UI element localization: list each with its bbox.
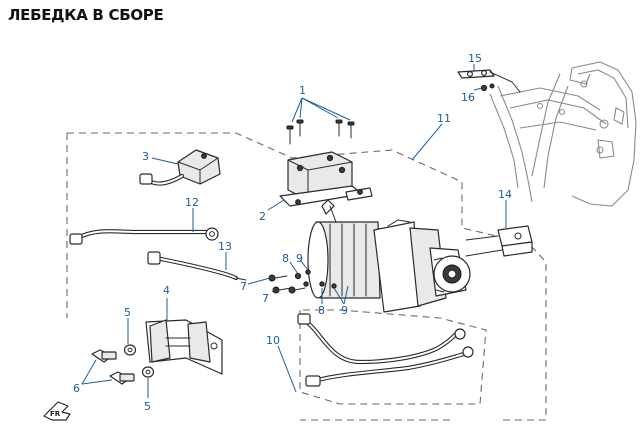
callout-labels: 1 2 3 4 5 5 6 7 7 8 8 9 9 10 11 12 13 14… bbox=[73, 52, 512, 413]
callout-14[interactable]: 14 bbox=[498, 188, 512, 201]
page-title: ЛЕБЕДКА В СБОРЕ bbox=[8, 6, 164, 24]
handlebar-switch-3[interactable] bbox=[139, 149, 221, 186]
mounting-bracket-4[interactable] bbox=[145, 319, 223, 375]
bolt-16[interactable] bbox=[480, 83, 495, 92]
callout-7-lower[interactable]: 7 bbox=[262, 292, 269, 305]
front-direction-arrow-icon: FR bbox=[43, 401, 71, 421]
callout-5-lower[interactable]: 5 bbox=[144, 400, 151, 413]
callout-12[interactable]: 12 bbox=[185, 196, 199, 209]
callout-16[interactable]: 16 bbox=[461, 91, 475, 104]
assembly-boundary bbox=[66, 132, 547, 421]
callout-15[interactable]: 15 bbox=[468, 52, 482, 65]
callout-5-upper[interactable]: 5 bbox=[124, 306, 131, 319]
callout-2[interactable]: 2 bbox=[259, 210, 266, 223]
washer-5b[interactable] bbox=[141, 366, 155, 378]
fastener-group-7-8-9[interactable] bbox=[268, 269, 337, 294]
callout-11[interactable]: 11 bbox=[437, 112, 451, 125]
callout-6[interactable]: 6 bbox=[73, 382, 80, 395]
callout-3[interactable]: 3 bbox=[142, 150, 149, 163]
ground-cable-13[interactable] bbox=[147, 251, 247, 281]
power-cable-12[interactable] bbox=[69, 227, 219, 245]
bolt-set-1[interactable] bbox=[286, 119, 355, 145]
cable-set-10[interactable] bbox=[297, 313, 474, 387]
winch-mount-plate-14[interactable] bbox=[465, 225, 533, 257]
front-marker-label: FR bbox=[50, 410, 61, 418]
bolt-6b[interactable] bbox=[109, 371, 135, 385]
callout-8-upper[interactable]: 8 bbox=[282, 252, 289, 265]
callout-9-lower[interactable]: 9 bbox=[341, 304, 348, 317]
callout-8-lower[interactable]: 8 bbox=[318, 304, 325, 317]
contactor-relay-2[interactable] bbox=[279, 151, 373, 207]
winch-assembly[interactable] bbox=[307, 199, 471, 313]
callout-13[interactable]: 13 bbox=[218, 240, 232, 253]
mount-bracket-15[interactable] bbox=[457, 69, 521, 93]
callout-10[interactable]: 10 bbox=[266, 334, 280, 347]
callout-leaders bbox=[81, 64, 507, 398]
washer-5a[interactable] bbox=[123, 344, 137, 356]
vehicle-frame bbox=[489, 61, 637, 207]
bolt-6a[interactable] bbox=[91, 349, 117, 363]
callout-9-upper[interactable]: 9 bbox=[296, 252, 303, 265]
callout-4[interactable]: 4 bbox=[163, 284, 170, 297]
callout-7-upper[interactable]: 7 bbox=[240, 280, 247, 293]
callout-1[interactable]: 1 bbox=[299, 84, 306, 97]
